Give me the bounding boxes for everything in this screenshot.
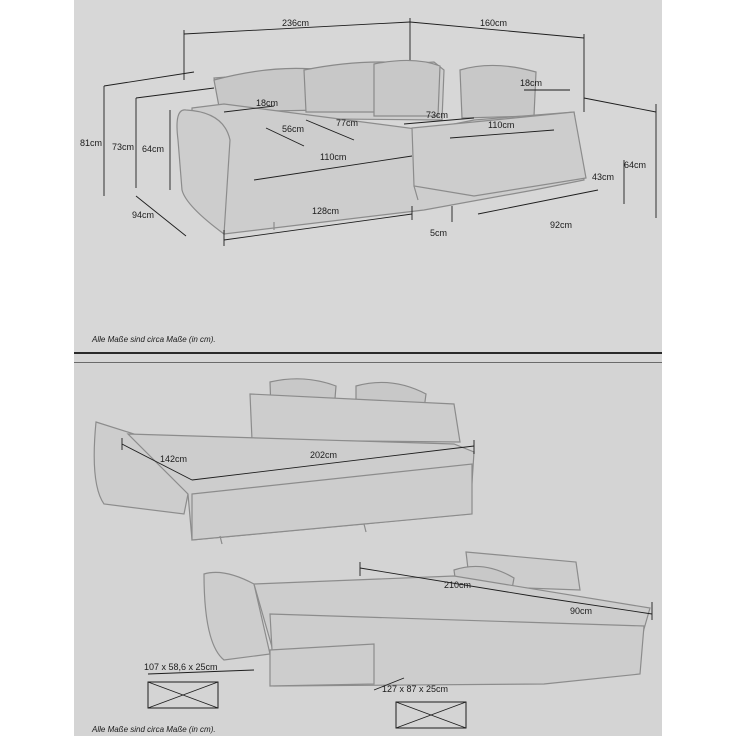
bed-leg xyxy=(219,535,223,545)
dim-line-seat-depth-a xyxy=(265,127,305,147)
label-back-cushion: 18cm xyxy=(520,78,542,88)
label-base-width: 128cm xyxy=(312,206,339,216)
dim-line-bed-depth xyxy=(121,443,193,481)
bed-left-arm xyxy=(93,421,189,515)
storage-drawer-open xyxy=(269,643,375,687)
corner-bed-dimension-lines xyxy=(147,562,653,691)
dim-line-sleep-length xyxy=(359,567,533,597)
dimension-lines xyxy=(103,18,657,246)
dim-tick xyxy=(103,71,195,87)
dim-line-seat-depth-b xyxy=(305,119,355,141)
bed-front xyxy=(191,463,473,541)
dim-tick xyxy=(583,97,657,113)
dim-line-chaise-seat-a xyxy=(403,117,475,125)
label-seat-depth-a: 56cm xyxy=(282,124,304,134)
leader-box-right xyxy=(373,677,405,691)
brochure-sheet: 236cm 160cm 18cm 18cm 81cm 73cm 64cm 56c… xyxy=(74,0,662,736)
panel-divider-thin xyxy=(74,362,662,363)
box-left-outline xyxy=(147,681,219,709)
box-right-cross xyxy=(395,701,467,729)
label-bed-width: 202cm xyxy=(310,450,337,460)
corner-sofa-drawing xyxy=(176,59,587,236)
label-seat-width: 110cm xyxy=(320,152,346,162)
label-seat-height: 43cm xyxy=(592,172,614,182)
sofa-bed-drawing xyxy=(93,378,475,545)
leader-box-left xyxy=(147,669,255,675)
label-height-back: 73cm xyxy=(112,142,134,152)
label-box-right: 127 x 87 x 25cm xyxy=(382,684,448,694)
sleep-function-panel: 142cm 202cm 210cm 90cm xyxy=(74,364,662,736)
sleep-function-diagram: 142cm 202cm 210cm 90cm xyxy=(91,378,653,734)
dim-line-bed-width xyxy=(191,445,475,481)
label-box-left: 107 x 58,6 x 25cm xyxy=(144,662,218,672)
corner-bed-left-arm xyxy=(203,571,271,661)
storage-box-left: 107 x 58,6 x 25cm xyxy=(144,662,219,709)
dim-line-total-width xyxy=(183,21,411,35)
disclaimer-note-bottom: Alle Maße sind circa Maße (in cm). xyxy=(91,725,216,734)
dimension-labels: 236cm 160cm 18cm 18cm 81cm 73cm 64cm 56c… xyxy=(80,18,646,238)
corner-bed-drawing xyxy=(203,551,651,687)
bed-dimension-lines xyxy=(121,438,475,481)
label-bed-depth: 142cm xyxy=(160,454,187,464)
label-total-width: 236cm xyxy=(282,18,309,28)
label-depth-left: 94cm xyxy=(132,210,154,220)
label-sleep-length: 210cm xyxy=(444,580,471,590)
bed-backrest xyxy=(249,393,461,443)
label-chaise-seat-b: 110cm xyxy=(488,120,514,130)
label-depth-right: 92cm xyxy=(550,220,572,230)
panel-divider xyxy=(74,352,662,354)
label-height-overall: 81cm xyxy=(80,138,102,148)
chaise-back-pillow xyxy=(459,64,537,119)
storage-box-right: 127 x 87 x 25cm xyxy=(382,684,467,729)
corner-sofa-panel: 236cm 160cm 18cm 18cm 81cm 73cm 64cm 56c… xyxy=(74,0,662,356)
label-height-right: 64cm xyxy=(624,160,646,170)
dim-line-depth-left xyxy=(135,195,187,237)
back-pillow-right xyxy=(373,59,441,117)
label-seat-depth-b: 77cm xyxy=(336,118,358,128)
label-sleep-width: 90cm xyxy=(570,606,592,616)
dim-line-chaise-width xyxy=(409,21,585,39)
box-right-outline xyxy=(395,701,467,729)
dim-line-seat-width xyxy=(253,155,413,181)
label-leg-height: 5cm xyxy=(430,228,447,238)
chaise-leg xyxy=(413,185,419,201)
label-height-seat: 64cm xyxy=(142,144,164,154)
disclaimer-note-top: Alle Maße sind circa Maße (in cm). xyxy=(91,335,216,344)
label-chaise-seat-a: 73cm xyxy=(426,110,448,120)
dim-line-base-width xyxy=(223,213,413,241)
dim-line-sleep-width xyxy=(531,595,653,615)
label-chaise-width: 160cm xyxy=(480,18,507,28)
dim-tick xyxy=(135,87,215,99)
label-armrest: 18cm xyxy=(256,98,278,108)
bed-leg xyxy=(363,523,367,533)
dim-line-chaise-seat-b xyxy=(449,129,555,139)
dim-line-armrest xyxy=(223,105,275,113)
box-left-cross xyxy=(147,681,219,709)
left-armrest xyxy=(176,109,231,236)
dim-line-depth-right xyxy=(477,189,599,215)
corner-sofa-diagram: 236cm 160cm 18cm 18cm 81cm 73cm 64cm 56c… xyxy=(80,18,657,344)
